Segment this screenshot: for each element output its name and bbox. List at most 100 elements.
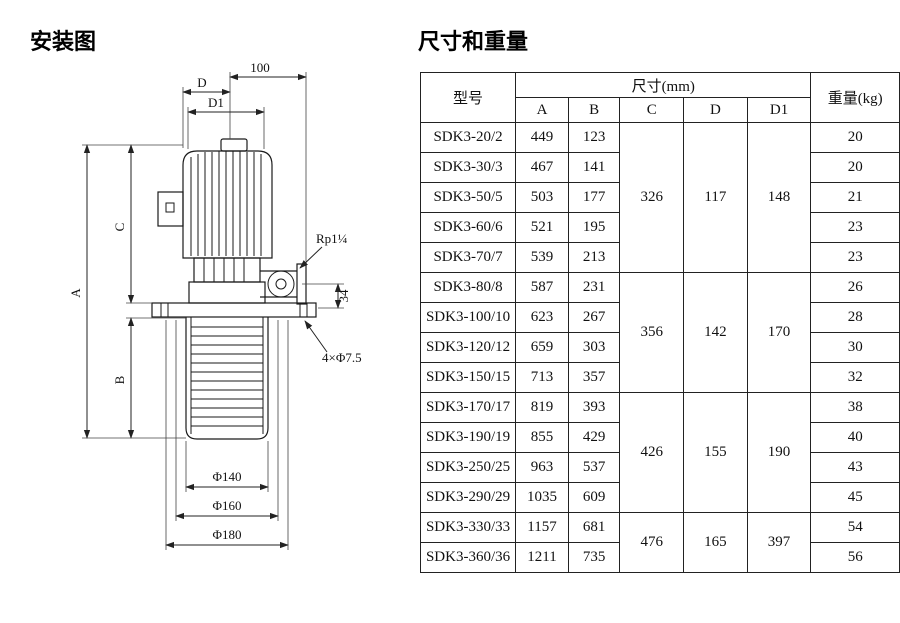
table-row: SDK3-30/3 467 141 20	[419, 152, 900, 183]
dimensions-weight-table: 型号 尺寸(mm) 重量(kg) A B C D D1 SDK3-20/2 44…	[419, 72, 900, 573]
b-cell: 123	[567, 122, 621, 153]
b-cell: 141	[567, 152, 621, 183]
model-cell: SDK3-250/25	[419, 452, 517, 483]
col-header-c: C	[619, 97, 685, 123]
pump-outline	[151, 138, 317, 440]
d-cell-group: 165	[683, 512, 748, 573]
c-cell-group: 326	[619, 122, 685, 273]
d1-cell-group: 397	[746, 512, 812, 573]
dim-label-d1: D1	[208, 95, 224, 110]
pump-barrel	[185, 317, 269, 440]
model-cell: SDK3-170/17	[419, 392, 517, 423]
col-header-d: D	[683, 97, 748, 123]
weight-cell: 54	[810, 512, 900, 543]
weight-cell: 28	[810, 302, 900, 333]
d-cell-group: 142	[683, 272, 748, 393]
b-cell: 393	[567, 392, 621, 423]
a-cell: 587	[515, 272, 569, 303]
model-cell: SDK3-100/10	[419, 302, 517, 333]
flange-bolt-marks	[160, 303, 308, 317]
table-row: SDK3-20/2 449 123 326 117 148 20	[419, 122, 900, 273]
dim-label-100: 100	[250, 60, 270, 75]
a-cell: 1211	[515, 542, 569, 573]
dim-label-holes: 4×Φ7.5	[322, 350, 362, 365]
model-cell: SDK3-80/8	[419, 272, 517, 303]
motor-fins	[190, 151, 262, 256]
table-row: SDK3-100/10 623 267 28	[419, 302, 900, 333]
col-header-a: A	[515, 97, 569, 123]
b-cell: 735	[567, 542, 621, 573]
table-row: SDK3-250/25 963 537 43	[419, 452, 900, 483]
model-cell: SDK3-120/12	[419, 332, 517, 363]
extension-lines	[82, 72, 344, 550]
mounting-flange	[151, 302, 317, 318]
terminal-box	[157, 191, 184, 227]
model-cell: SDK3-70/7	[419, 242, 517, 273]
pump-drawing-svg: D 100 D1 A C B 34 Rp1¼ 4×Φ7.5 Φ140 Φ160 …	[68, 60, 362, 550]
b-cell: 609	[567, 482, 621, 513]
model-cell: SDK3-150/15	[419, 362, 517, 393]
model-cell: SDK3-190/19	[419, 422, 517, 453]
d1-cell-group: 190	[746, 392, 812, 513]
a-cell: 521	[515, 212, 569, 243]
model-cell: SDK3-50/5	[419, 182, 517, 213]
dim-label-phi140: Φ140	[212, 469, 241, 484]
col-header-d1: D1	[746, 97, 812, 123]
model-cell: SDK3-60/6	[419, 212, 517, 243]
motor-body	[182, 150, 273, 259]
outlet-port-bore	[275, 278, 287, 290]
outlet-port-circle	[267, 270, 295, 298]
weight-cell: 38	[810, 392, 900, 423]
dim-label-rp: Rp1¼	[316, 231, 348, 246]
dim-label-c: C	[112, 223, 127, 232]
table-row: SDK3-80/8 587 231 356 142 170 26	[419, 272, 900, 393]
weight-cell: 45	[810, 482, 900, 513]
model-cell: SDK3-30/3	[419, 152, 517, 183]
col-header-model: 型号	[419, 72, 517, 123]
a-cell: 855	[515, 422, 569, 453]
b-cell: 303	[567, 332, 621, 363]
weight-cell: 32	[810, 362, 900, 393]
table-row: SDK3-330/33 1157 681 476 165 397 54	[419, 512, 900, 573]
motor-cap	[220, 138, 248, 152]
a-cell: 539	[515, 242, 569, 273]
pump-head-lower	[188, 281, 266, 304]
a-cell: 659	[515, 332, 569, 363]
model-cell: SDK3-290/29	[419, 482, 517, 513]
weight-cell: 21	[810, 182, 900, 213]
dim-label-34: 34	[336, 289, 351, 303]
weight-cell: 56	[810, 542, 900, 573]
b-cell: 429	[567, 422, 621, 453]
b-cell: 177	[567, 182, 621, 213]
table-header-row: 型号 尺寸(mm) 重量(kg)	[419, 72, 900, 123]
dimension-lines	[83, 73, 342, 549]
b-cell: 213	[567, 242, 621, 273]
weight-cell: 26	[810, 272, 900, 303]
c-cell-group: 476	[619, 512, 685, 573]
weight-cell: 20	[810, 152, 900, 183]
col-header-b: B	[567, 97, 621, 123]
a-cell: 713	[515, 362, 569, 393]
pump-head-ribs	[203, 258, 245, 282]
leader-rp	[299, 246, 323, 269]
a-cell: 467	[515, 152, 569, 183]
barrel-inner-walls	[190, 317, 264, 434]
table-row: SDK3-60/6 521 195 23	[419, 212, 900, 243]
dim-label-phi180: Φ180	[212, 527, 241, 542]
a-cell: 1035	[515, 482, 569, 513]
dim-label-d: D	[197, 75, 206, 90]
dimension-labels: D 100 D1 A C B 34 Rp1¼ 4×Φ7.5 Φ140 Φ160 …	[68, 60, 362, 542]
d-cell-group: 155	[683, 392, 748, 513]
weight-cell: 40	[810, 422, 900, 453]
table-row: SDK3-70/7 539 213 23	[419, 242, 900, 273]
table-row: SDK3-150/15 713 357 32	[419, 362, 900, 393]
table-row: SDK3-170/17 819 393 426 155 190 38	[419, 392, 900, 513]
weight-cell: 23	[810, 242, 900, 273]
dimensions-weight-title: 尺寸和重量	[418, 29, 529, 54]
b-cell: 267	[567, 302, 621, 333]
dim-label-a: A	[68, 288, 83, 298]
terminal-box-detail	[165, 202, 175, 213]
dim-label-phi160: Φ160	[212, 498, 241, 513]
table-row: SDK3-50/5 503 177 21	[419, 182, 900, 213]
table-row: SDK3-360/36 1211 735 56	[419, 542, 900, 573]
